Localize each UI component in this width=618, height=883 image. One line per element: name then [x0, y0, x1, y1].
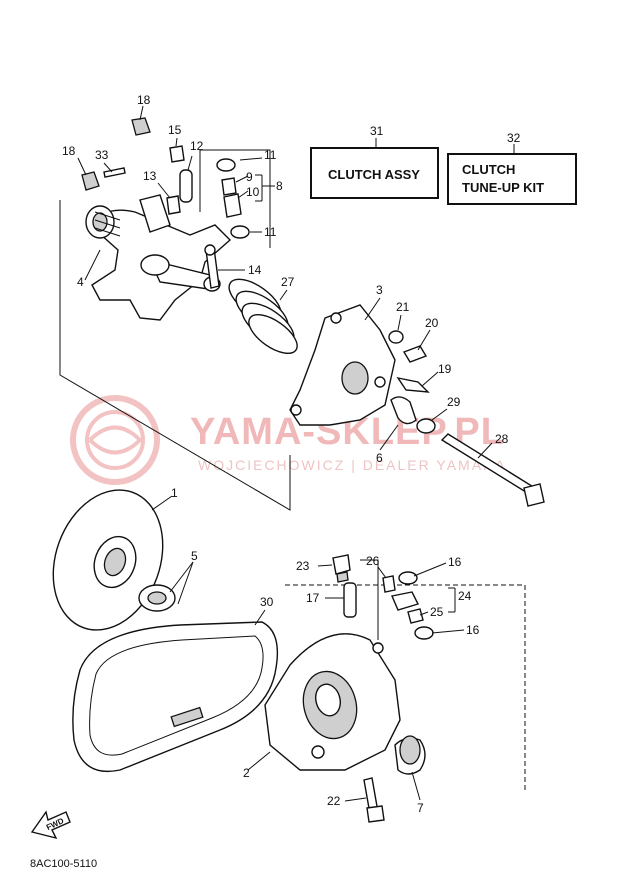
- callout-25: 25: [430, 605, 444, 619]
- callout-29: 29: [447, 395, 461, 409]
- callout-22: 22: [327, 794, 341, 808]
- fwd-arrow: FWD: [30, 810, 71, 840]
- callout-17: 17: [306, 591, 320, 605]
- callout-18-upper: 18: [137, 93, 151, 107]
- callout-31: 31: [370, 124, 384, 138]
- callout-20: 20: [425, 316, 439, 330]
- callout-9: 9: [246, 170, 253, 184]
- sheave-bushing: [138, 584, 176, 612]
- callout-28: 28: [495, 432, 509, 446]
- primary-clutch-bracket: [59, 149, 291, 511]
- watermark-logo: [70, 395, 160, 485]
- drive-belt: [72, 621, 279, 772]
- primary-spring: [228, 278, 298, 354]
- callout-24: 24: [458, 589, 472, 603]
- document-code: 8AC100-5110: [30, 858, 97, 870]
- watermark-tagline: WOJCIECHOWICZ | DEALER YAMAHA: [198, 457, 506, 473]
- callout-7: 7: [417, 801, 424, 815]
- tune-up-kit-label-line1: CLUTCH: [462, 162, 515, 177]
- callout-5: 5: [191, 549, 198, 563]
- callout-30: 30: [260, 595, 274, 609]
- callout-1: 1: [171, 486, 178, 500]
- callout-16-upper: 16: [448, 555, 462, 569]
- callout-15: 15: [168, 123, 182, 137]
- cover-hardware: [388, 330, 545, 507]
- primary-small-parts: [81, 117, 275, 289]
- callout-23: 23: [296, 559, 310, 573]
- callout-33: 33: [95, 148, 109, 162]
- callout-32: 32: [507, 131, 521, 145]
- callout-10: 10: [246, 185, 260, 199]
- callout-3: 3: [376, 283, 383, 297]
- leader-lines: [77, 105, 493, 802]
- callout-19: 19: [438, 362, 452, 376]
- callout-11-upper: 11: [264, 148, 277, 162]
- primary-spider: [85, 194, 232, 321]
- clutch-tune-up-kit-box: CLUTCH TUNE-UP KIT: [447, 144, 577, 205]
- secondary-sheave: [264, 633, 401, 771]
- secondary-clutch-bracket: [285, 559, 526, 790]
- callout-8: 8: [276, 179, 283, 193]
- callout-26: 26: [366, 554, 380, 568]
- clutch-assy-label: CLUTCH ASSY: [328, 167, 420, 182]
- callout-16-lower: 16: [466, 623, 480, 637]
- callout-14: 14: [248, 263, 262, 277]
- callout-11-lower: 11: [264, 225, 277, 239]
- callout-numbers: 18 18 33 15 12 13 11 9 10 8 11 14 4 27 3…: [62, 93, 521, 815]
- callout-6: 6: [376, 451, 383, 465]
- callout-21: 21: [396, 300, 410, 314]
- secondary-small-parts: [332, 554, 456, 823]
- callout-13: 13: [143, 169, 157, 183]
- callout-18-lower: 18: [62, 144, 76, 158]
- clutch-assy-box: CLUTCH ASSY: [310, 138, 439, 199]
- callout-12: 12: [190, 139, 204, 153]
- callout-2: 2: [243, 766, 250, 780]
- tune-up-kit-label-line2: TUNE-UP KIT: [462, 180, 544, 195]
- primary-cover: [289, 304, 396, 426]
- callout-4: 4: [77, 275, 84, 289]
- callout-27: 27: [281, 275, 295, 289]
- movable-sheave: [52, 489, 164, 631]
